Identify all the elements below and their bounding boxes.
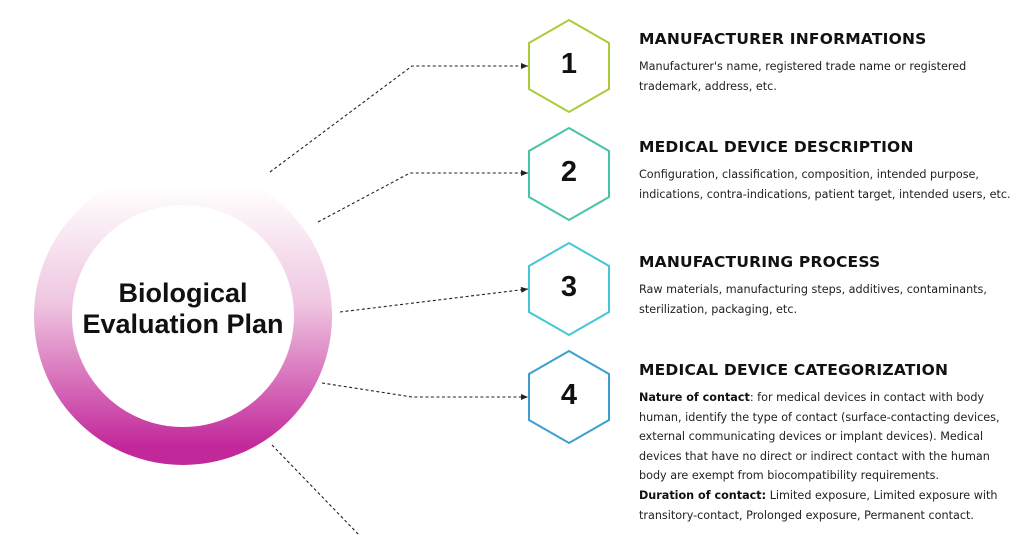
step-3-title: MANUFACTURING PROCESS [639,253,881,271]
step-1: MANUFACTURER INFORMATIONS Manufacturer's… [639,30,1011,96]
center-title-line-1: Biological [118,278,248,308]
step-number-4: 4 [560,379,578,411]
duration-of-contact-label: Duration of contact: [639,488,767,502]
connector-4 [321,382,528,400]
step-4-title: MEDICAL DEVICE CATEGORIZATION [639,361,949,379]
connector-2 [317,170,528,223]
hexagon-4 [528,349,610,445]
connector-3 [339,286,529,313]
hexagon-2 [528,126,610,222]
step-2-description: Configuration, classification, compositi… [639,168,1011,201]
step-number-2: 2 [560,156,578,188]
step-2-title: MEDICAL DEVICE DESCRIPTION [639,138,914,156]
step-4: MEDICAL DEVICE CATEGORIZATION Nature of … [639,361,1011,525]
step-number-3: 3 [560,271,578,303]
hexagon-3 [528,241,610,337]
hexagon-1 [528,18,610,114]
step-3: MANUFACTURING PROCESS Raw materials, man… [639,253,1011,319]
step-1-title: MANUFACTURER INFORMATIONS [639,30,927,48]
nature-of-contact-text: : for medical devices in contact with bo… [639,391,1000,483]
step-2: MEDICAL DEVICE DESCRIPTION Configuration… [639,138,1011,204]
step-3-description: Raw materials, manufacturing steps, addi… [639,283,987,316]
nature-of-contact-label: Nature of contact [639,391,750,404]
step-4-description: Nature of contact: for medical devices i… [639,388,1011,525]
step-1-description: Manufacturer's name, registered trade na… [639,60,967,93]
central-ring [34,167,332,465]
step-number-1: 1 [560,48,578,80]
center-title: Biological Evaluation Plan [40,278,326,340]
connector-1 [269,63,528,173]
duration-of-contact-text: Limited exposure, Limited exposure with … [639,488,998,522]
center-title-line-2: Evaluation Plan [82,309,284,339]
connector-5 [271,444,361,536]
